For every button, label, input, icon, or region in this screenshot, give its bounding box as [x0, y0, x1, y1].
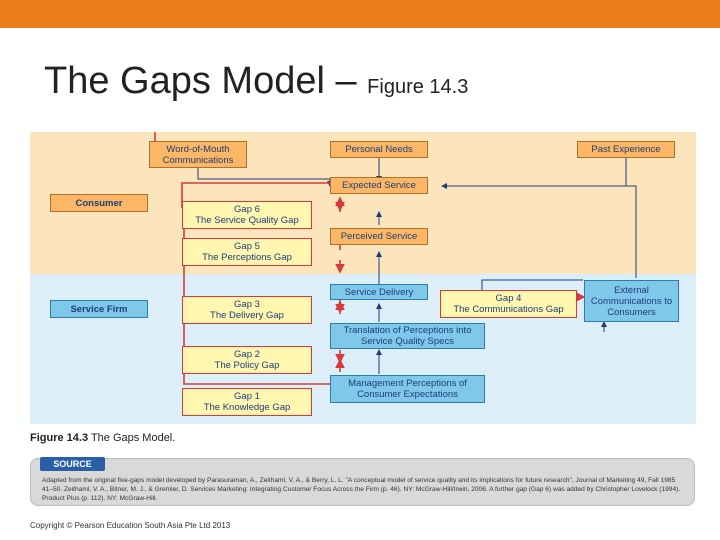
- gap3-label: The Delivery Gap: [210, 310, 284, 321]
- accent-bar: [0, 0, 720, 28]
- copyright-notice: Copyright © Pearson Education South Asia…: [30, 521, 231, 530]
- slide-title: The Gaps Model – Figure 14.3: [44, 60, 468, 103]
- service-delivery-box: Service Delivery: [330, 284, 428, 300]
- gap5-box: Gap 5 The Perceptions Gap: [182, 238, 312, 266]
- gap4-name: Gap 4: [495, 293, 522, 304]
- expected-service-box: Expected Service: [330, 177, 428, 194]
- service-firm-label: Service Firm: [50, 300, 148, 318]
- gap5-label: The Perceptions Gap: [202, 252, 292, 263]
- source-text: Adapted from the original five-gaps mode…: [42, 477, 681, 502]
- gap4-box: Gap 4 The Communications Gap: [440, 290, 577, 318]
- gap3-box: Gap 3 The Delivery Gap: [182, 296, 312, 324]
- gap5-name: Gap 5: [234, 241, 260, 252]
- gap1-name: Gap 1: [234, 391, 260, 402]
- delivery-to-comms-connector: [481, 279, 583, 293]
- gap2-box: Gap 2 The Policy Gap: [182, 346, 312, 374]
- gaps-model-diagram: Word-of-Mouth Communications Personal Ne…: [30, 132, 696, 424]
- figure-caption-number: Figure 14.3: [30, 432, 89, 444]
- gap4-label: The Communications Gap: [453, 304, 564, 315]
- gap1-label: The Knowledge Gap: [203, 402, 291, 413]
- consumer-label: Consumer: [50, 194, 148, 212]
- personal-needs-box: Personal Needs: [330, 141, 428, 158]
- word-of-mouth-box: Word-of-Mouth Communications: [149, 141, 247, 168]
- gap2-label: The Policy Gap: [214, 360, 280, 371]
- title-sub: Figure 14.3: [367, 76, 469, 98]
- perceived-service-box: Perceived Service: [330, 228, 428, 245]
- translation-specs-box: Translation of Perceptions into Service …: [330, 323, 485, 349]
- source-badge: SOURCE: [40, 457, 105, 471]
- management-perceptions-box: Management Perceptions of Consumer Expec…: [330, 375, 485, 403]
- past-experience-box: Past Experience: [577, 141, 675, 158]
- gap1-box: Gap 1 The Knowledge Gap: [182, 388, 312, 416]
- gap3-name: Gap 3: [234, 299, 260, 310]
- past-feedback-connector: [442, 185, 637, 278]
- gap6-name: Gap 6: [234, 204, 260, 215]
- figure-caption: Figure 14.3 The Gaps Model.: [30, 432, 175, 444]
- external-communications-box: External Communications to Consumers: [584, 280, 679, 322]
- gap6-connector-expected: [181, 182, 340, 204]
- gap6-label: The Service Quality Gap: [195, 215, 299, 226]
- past-to-expected-connector: [441, 158, 627, 189]
- source-panel: [30, 458, 695, 506]
- figure-caption-text: The Gaps Model.: [90, 432, 176, 444]
- title-main: The Gaps Model –: [44, 60, 368, 102]
- gap6-box: Gap 6 The Service Quality Gap: [182, 201, 312, 229]
- gap2-name: Gap 2: [234, 349, 260, 360]
